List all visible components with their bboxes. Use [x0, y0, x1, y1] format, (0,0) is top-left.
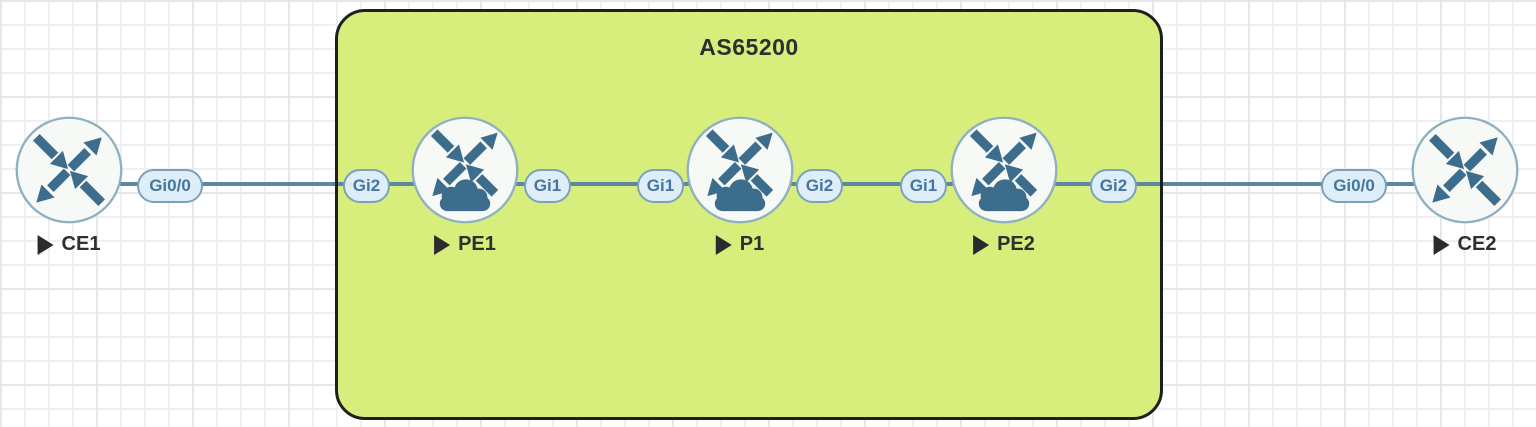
interface-label-pe1-gi2[interactable]: Gi2	[343, 169, 390, 203]
node-name: PE1	[458, 233, 496, 255]
router-cloud-icon	[686, 116, 794, 224]
running-state-icon	[37, 234, 54, 255]
as-region-label: AS65200	[699, 34, 799, 60]
as-region-border-left	[335, 178, 338, 190]
node-label-ce2[interactable]: CE2	[1433, 233, 1497, 256]
node-name: P1	[739, 233, 765, 255]
node-name: CE1	[61, 233, 101, 255]
link-pe1-p1[interactable]	[465, 182, 740, 186]
interface-label-ce2-gi0-0[interactable]: Gi0/0	[1321, 169, 1387, 203]
router-icon	[1411, 116, 1519, 224]
running-state-icon	[973, 234, 990, 255]
router-icon	[15, 116, 123, 224]
interface-label-pe1-gi1[interactable]: Gi1	[524, 169, 571, 203]
node-pe2[interactable]: PE2	[948, 114, 1060, 264]
as-region-border-right	[1160, 178, 1163, 190]
interface-label-pe2-gi2[interactable]: Gi2	[1090, 169, 1137, 203]
link-ce1-pe1[interactable]	[69, 182, 465, 186]
node-label-pe2[interactable]: PE2	[973, 233, 1035, 256]
interface-label-p1-gi2[interactable]: Gi2	[796, 169, 843, 203]
link-pe2-ce2[interactable]	[1004, 182, 1465, 186]
node-label-pe1[interactable]: PE1	[434, 233, 496, 256]
link-p1-pe2[interactable]	[740, 182, 1004, 186]
node-ce1[interactable]: CE1	[13, 114, 125, 264]
running-state-icon	[1433, 234, 1450, 255]
node-p1[interactable]: P1	[684, 114, 796, 264]
running-state-icon	[434, 234, 451, 255]
node-label-p1[interactable]: P1	[715, 233, 765, 256]
running-state-icon	[715, 234, 732, 255]
interface-label-pe2-gi1[interactable]: Gi1	[900, 169, 947, 203]
interface-label-ce1-gi0-0[interactable]: Gi0/0	[137, 169, 203, 203]
node-name: CE2	[1457, 233, 1497, 255]
node-pe1[interactable]: PE1	[409, 114, 521, 264]
node-ce2[interactable]: CE2	[1409, 114, 1521, 264]
interface-label-p1-gi1[interactable]: Gi1	[637, 169, 684, 203]
node-name: PE2	[997, 233, 1035, 255]
router-cloud-icon	[411, 116, 519, 224]
router-cloud-icon	[950, 116, 1058, 224]
node-label-ce1[interactable]: CE1	[37, 233, 101, 256]
